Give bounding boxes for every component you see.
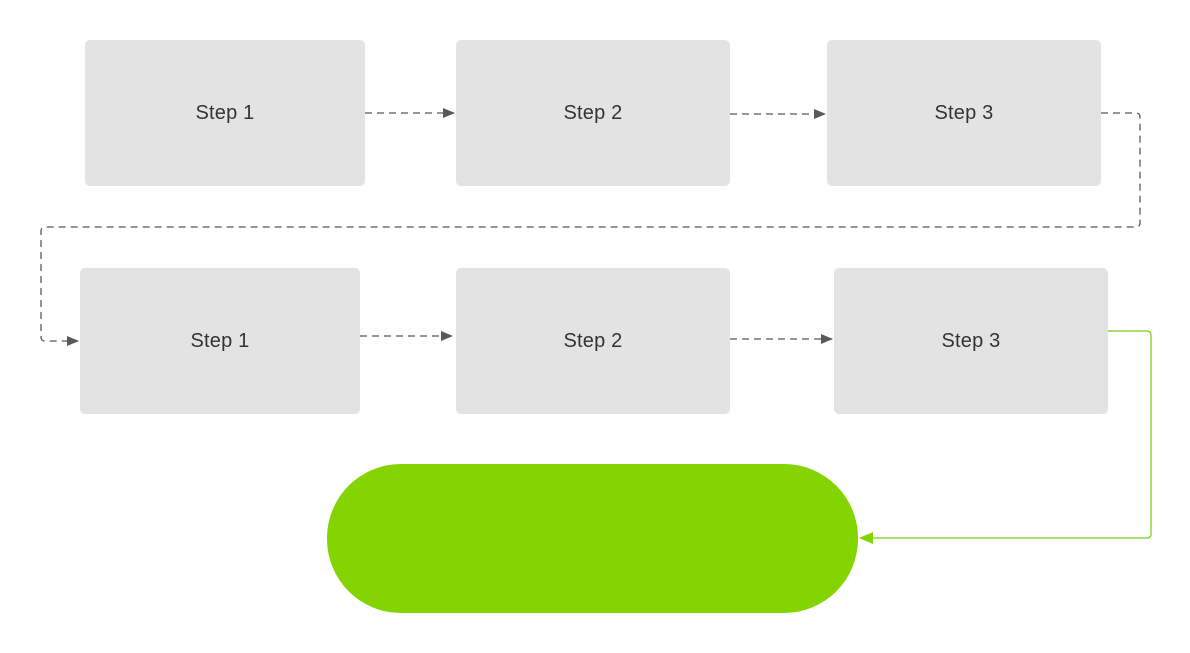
step-2-label: Step 2 — [563, 101, 623, 124]
step-3-label: Step 3 — [934, 101, 994, 124]
step-3-box[interactable]: Step 3 — [827, 40, 1101, 186]
step-1-box-row2[interactable]: Step 1 — [80, 268, 360, 414]
step-1-label: Step 1 — [195, 101, 255, 124]
step-3-label-row2: Step 3 — [941, 329, 1001, 352]
step-2-box-row2[interactable]: Step 2 — [456, 268, 730, 414]
connector-step3b-terminal — [859, 330, 1152, 544]
step-2-box[interactable]: Step 2 — [456, 40, 730, 186]
terminal-pill[interactable] — [327, 464, 858, 613]
step-3-box-row2[interactable]: Step 3 — [834, 268, 1108, 414]
connector-row1-to-row2 — [40, 112, 1141, 346]
step-1-box[interactable]: Step 1 — [85, 40, 365, 186]
step-2-label-row2: Step 2 — [563, 329, 623, 352]
step-1-label-row2: Step 1 — [190, 329, 250, 352]
